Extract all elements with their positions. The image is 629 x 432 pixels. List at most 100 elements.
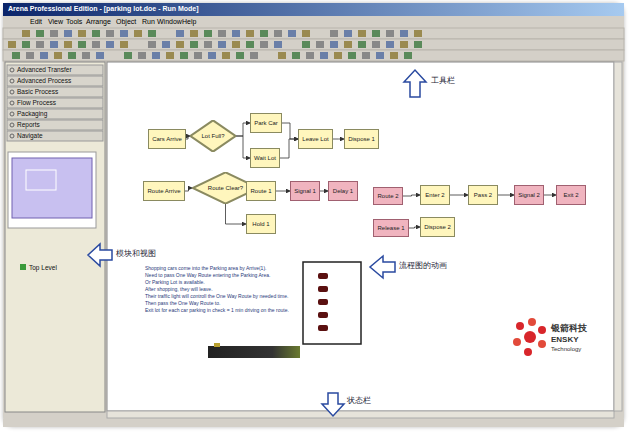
toolbar-icon	[316, 41, 324, 48]
menu-item: Object	[116, 18, 136, 26]
toolbar-icon	[260, 30, 268, 37]
panel-item: Advanced Process	[17, 77, 71, 84]
toolbar-icon	[64, 41, 72, 48]
toolbar-icon	[162, 41, 170, 48]
panel-buttons	[7, 65, 103, 141]
connector	[409, 227, 420, 228]
toolbar-icon	[250, 52, 258, 59]
module-label: Signal 1	[294, 188, 316, 195]
toolbar-icon	[306, 52, 314, 59]
status-bar	[3, 419, 624, 427]
module-label: Park Car	[254, 120, 278, 127]
menu-item: Window	[157, 18, 182, 26]
callout-arrow	[88, 244, 112, 266]
process-box: Delay 1	[328, 181, 358, 201]
scroll-bar	[107, 411, 614, 418]
toolbar-icon	[148, 30, 156, 37]
toolbar-icon	[414, 41, 422, 48]
note-line: Their traffic light will controll the On…	[145, 294, 288, 300]
scroll-bar	[614, 62, 622, 411]
toolbar-icon	[302, 30, 310, 37]
module-label: Dispose 1	[348, 136, 375, 143]
toolbar-icon	[8, 41, 16, 48]
logo-mark	[513, 318, 546, 356]
toolbar-icon	[12, 52, 20, 59]
car-icon	[318, 299, 328, 305]
panel-button	[7, 131, 103, 141]
connector	[282, 123, 298, 139]
connector	[236, 136, 250, 158]
tree-item: Top Level	[29, 264, 57, 271]
menu-bar	[3, 16, 624, 28]
panel-bullet	[10, 134, 14, 138]
note-line: Or Parking Lot is available.	[145, 280, 205, 286]
note-line: Shopping cars come into the Parking area…	[145, 266, 266, 272]
module-label: Hold 1	[252, 221, 269, 228]
thumbnail-detail	[26, 170, 56, 190]
toolbar-icon	[302, 41, 310, 48]
toolbar-icon	[274, 30, 282, 37]
connector	[276, 191, 290, 192]
callout-arrow	[370, 256, 395, 278]
connector	[450, 195, 468, 196]
callout-text: 状态栏	[347, 397, 371, 406]
toolbar-icon	[334, 52, 342, 59]
note-line: Need to pass One Way Route entering the …	[145, 273, 270, 279]
toolbar-icon	[232, 41, 240, 48]
toolbar-icon	[176, 41, 184, 48]
process-box: Exit 2	[556, 185, 586, 205]
toolbar-icon	[246, 41, 254, 48]
note-line: After shopping, they will leave.	[145, 287, 213, 293]
toolbar-icon	[26, 52, 34, 59]
car-icon	[318, 273, 328, 279]
toolbar-icon	[106, 30, 114, 37]
panel-button	[7, 65, 103, 75]
car-icons	[318, 273, 328, 331]
traffic-marker	[214, 343, 220, 347]
callout-text: 模块和视图	[116, 250, 156, 259]
process-box: Route Arrive	[143, 181, 185, 201]
connector	[226, 204, 247, 224]
toolbar-icon	[78, 30, 86, 37]
toolbar-icon	[40, 52, 48, 59]
toolbar-icon	[400, 30, 408, 37]
panel-item: Navigate	[17, 132, 43, 139]
process-box: Route 1	[246, 181, 276, 201]
connector	[320, 191, 328, 192]
process-box: Cars Arrive	[148, 129, 186, 149]
menu-item: Tools	[66, 18, 82, 26]
toolbar-icon	[344, 41, 352, 48]
connector	[544, 195, 556, 196]
toolbar-icon	[400, 41, 408, 48]
panel-button	[7, 98, 103, 108]
toolbar-icon	[190, 30, 198, 37]
connector	[498, 195, 514, 196]
animation-picture	[303, 262, 361, 344]
process-box: Dispose 2	[420, 217, 455, 237]
menu-item: Edit	[30, 18, 42, 26]
toolbar-icon	[92, 30, 100, 37]
connector	[403, 195, 420, 196]
panel-bullet	[10, 68, 14, 72]
panel-bullet	[10, 79, 14, 83]
toolbar-icon	[344, 30, 352, 37]
module-label: Wait Lot	[254, 155, 276, 162]
toolbar-icon	[22, 41, 30, 48]
process-box: Route 2	[373, 187, 403, 205]
toolbar-icon	[106, 41, 114, 48]
process-box: Wait Lot	[250, 148, 280, 168]
toolbar-icon	[274, 41, 282, 48]
panel-bullet	[10, 123, 14, 127]
toolbar-icon	[64, 30, 72, 37]
panel-bullet	[10, 112, 14, 116]
toolbar-icon	[372, 30, 380, 37]
car-icon	[318, 325, 328, 331]
callout-arrow	[404, 70, 426, 97]
menu-item: View	[48, 18, 63, 26]
menu-item: Arrange	[86, 18, 111, 26]
decision-diamond: Lot Full?	[190, 120, 236, 152]
toolbar-icon	[148, 41, 156, 48]
note-line: Exit lot for each car parking in check =…	[145, 308, 289, 314]
toolbar-icon	[180, 52, 188, 59]
